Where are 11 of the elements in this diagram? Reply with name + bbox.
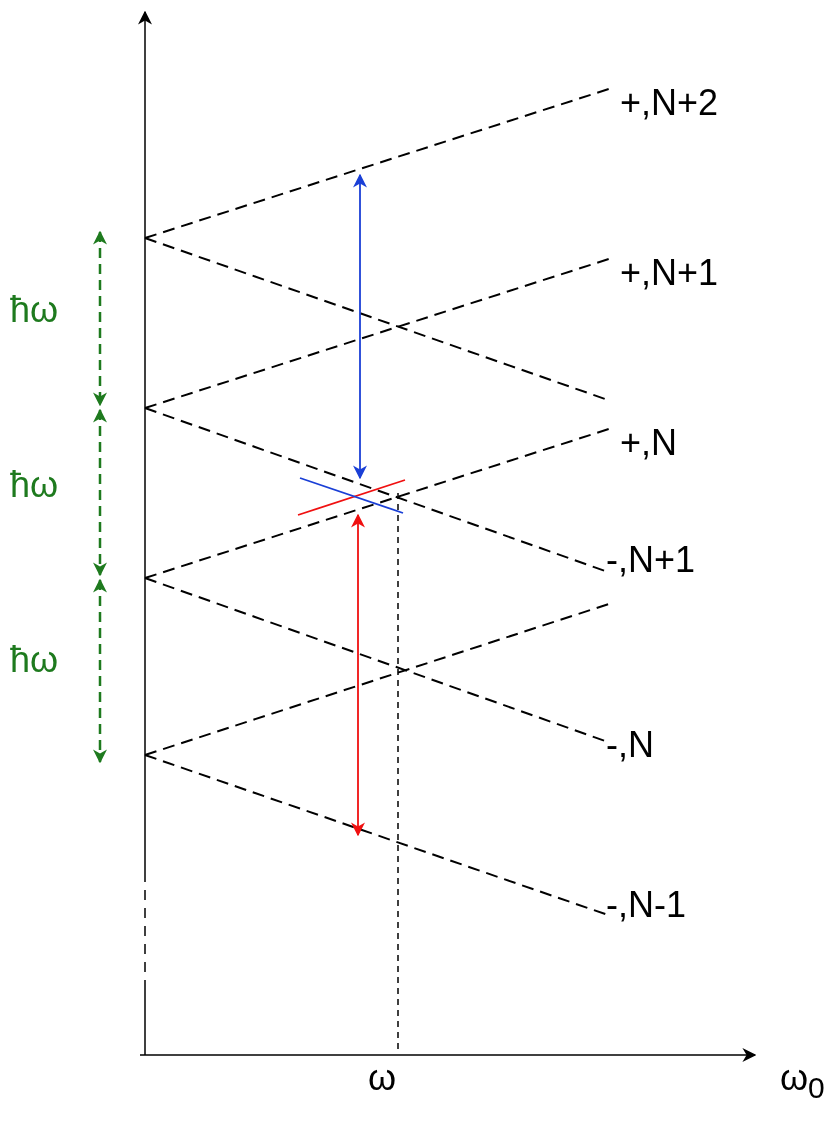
axis-label: ω$_{0}$ [780, 1058, 825, 1107]
energy-spacing-label: ħω [10, 465, 59, 505]
energy-spacing-label: ħω [10, 640, 59, 680]
energy-spacing-label: ħω [10, 290, 59, 330]
level-label: -,N+1 [606, 540, 696, 580]
level-label: -,N [606, 725, 654, 765]
axis-label: ω [368, 1058, 397, 1098]
level-label: +,N [620, 423, 678, 463]
level-label: -,N-1 [606, 885, 686, 925]
level-label: +,N+2 [620, 83, 719, 123]
level-label: +,N+1 [620, 253, 719, 293]
